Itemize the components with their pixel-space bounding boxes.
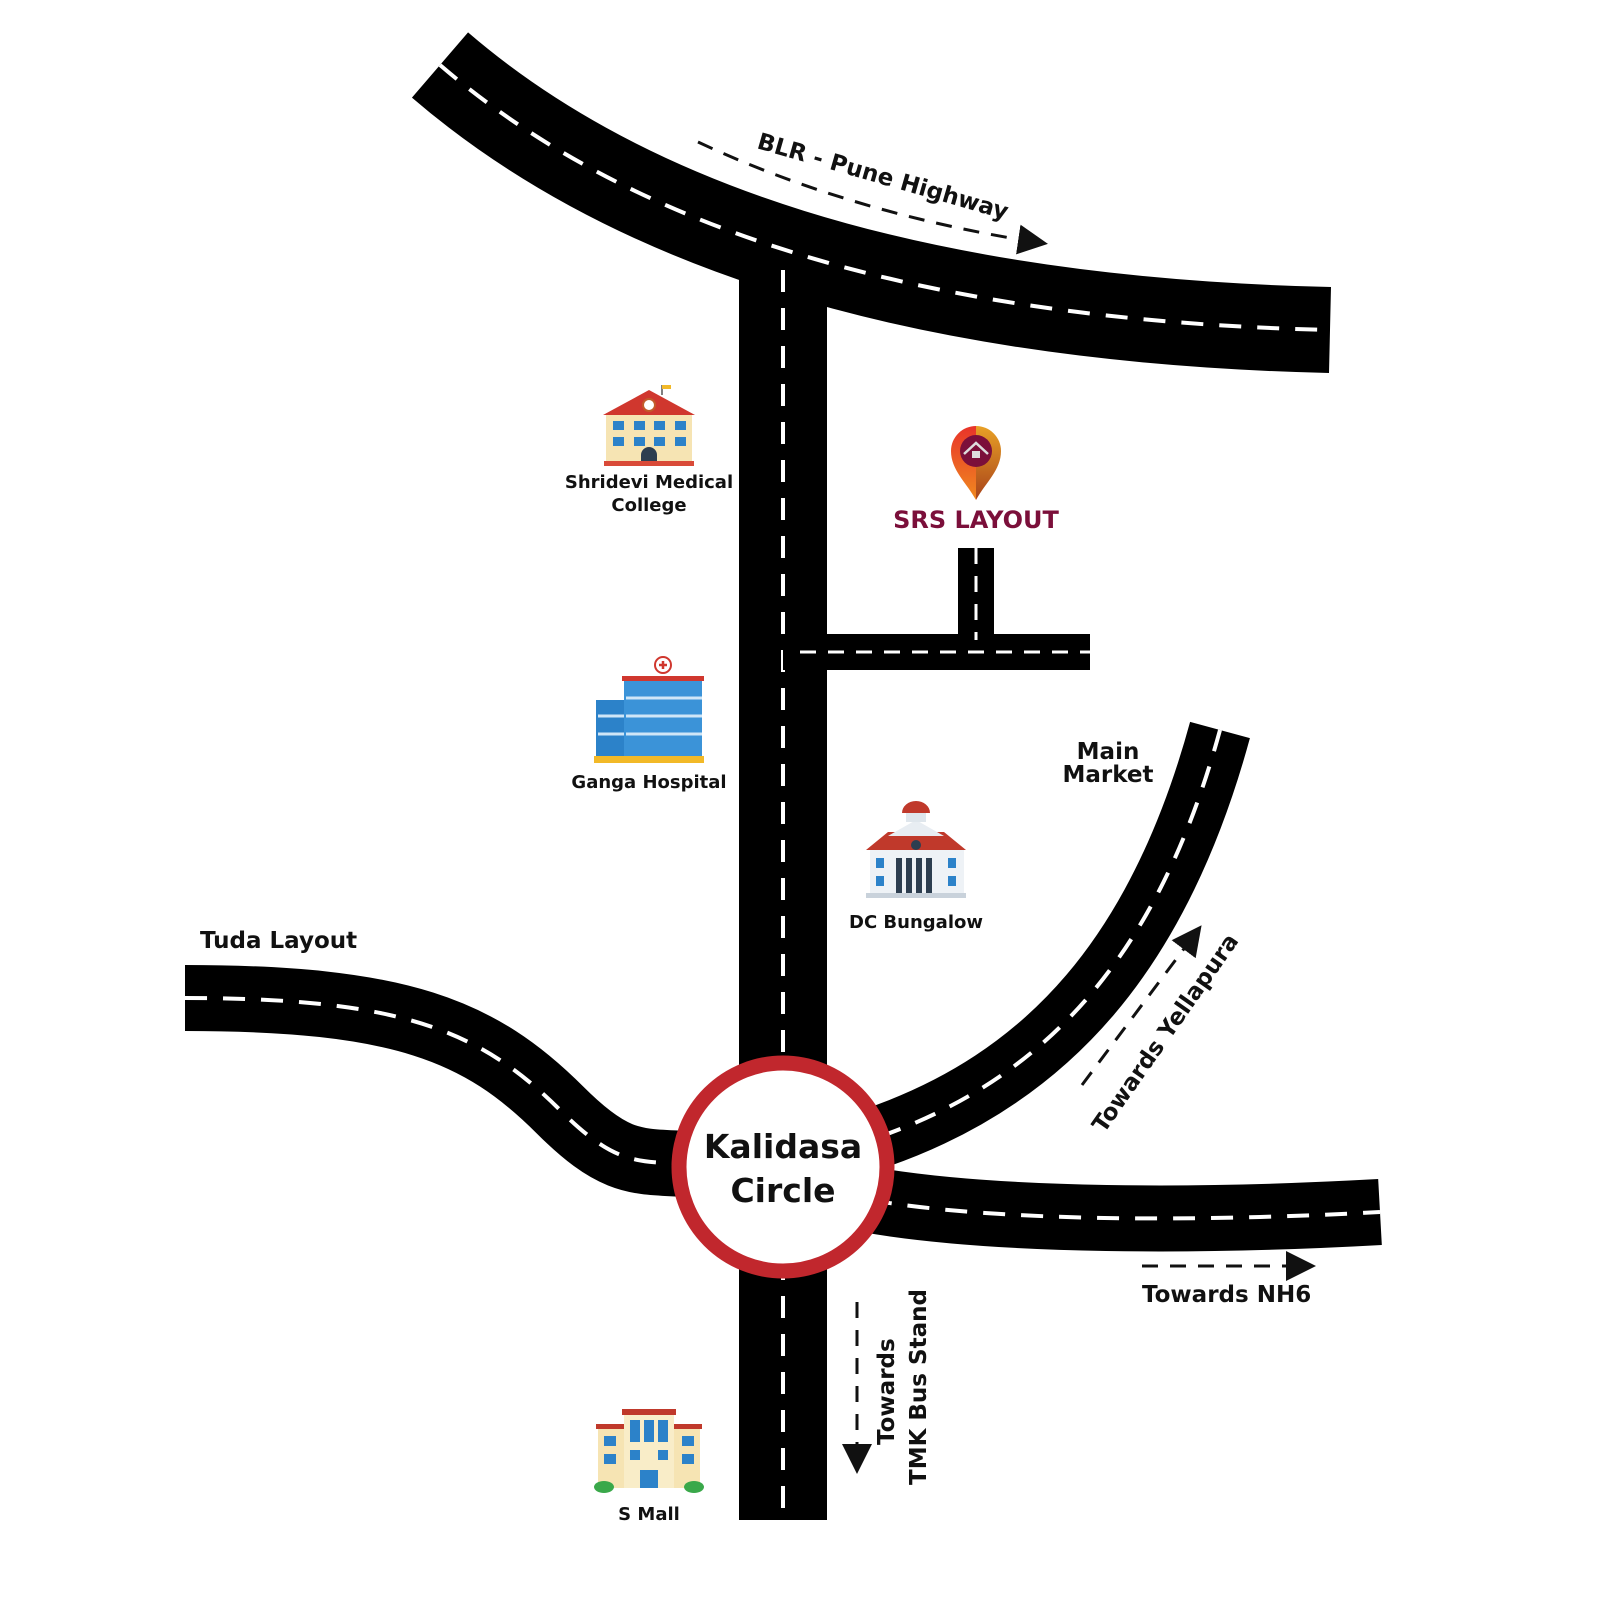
bus-stand-label-2: TMK Bus Stand	[906, 1289, 932, 1485]
market-road	[860, 721, 1250, 1170]
college-label-2: College	[611, 495, 686, 516]
college-label-1: Shridevi Medical	[565, 472, 733, 493]
hospital-icon	[594, 656, 704, 763]
main-market-label-box: Main Market	[1062, 741, 1154, 788]
roads	[184, 32, 1382, 1520]
medical-college-icon	[603, 385, 695, 466]
dc-bungalow-icon	[866, 801, 966, 898]
dc-bungalow-label: DC Bungalow	[849, 912, 983, 933]
home-map-pin-icon	[951, 426, 1001, 500]
highway-road	[411, 32, 1332, 373]
branch-road	[783, 548, 1090, 670]
mall-label: S Mall	[618, 1504, 680, 1525]
highway-arrow	[697, 140, 1048, 255]
main-market-label: Main Market	[1062, 741, 1154, 788]
tuda-road	[184, 965, 703, 1198]
circle-label-1: Kalidasa	[704, 1127, 862, 1166]
hospital-label: Ganga Hospital	[571, 772, 726, 793]
direction-arrows	[697, 140, 1316, 1474]
yellapura-arrow	[1080, 925, 1202, 1086]
mall-icon	[594, 1409, 704, 1493]
nh6-label: Towards NH6	[1142, 1282, 1311, 1308]
kalidasa-circle: Kalidasa Circle	[671, 1055, 895, 1279]
nh6-road	[864, 1167, 1382, 1252]
tuda-label: Tuda Layout	[200, 928, 357, 954]
circle-label-2: Circle	[730, 1171, 835, 1210]
bus-stand-label-1: Towards	[874, 1338, 900, 1445]
srs-layout-label: SRS LAYOUT	[893, 506, 1059, 534]
